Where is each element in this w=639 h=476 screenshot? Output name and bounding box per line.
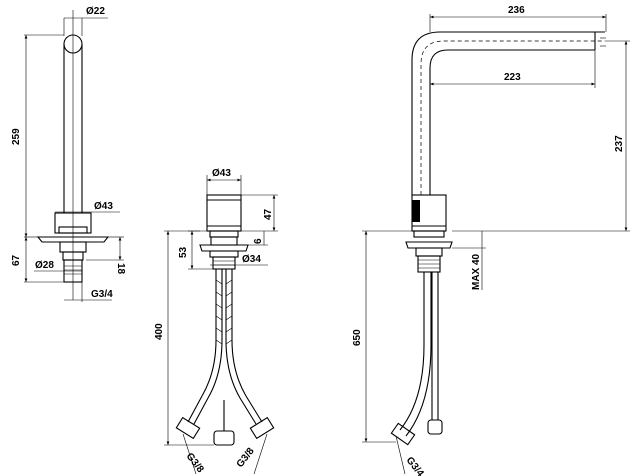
dim-thread-left: G3/8 — [184, 451, 206, 475]
body-base — [209, 230, 239, 238]
side-view: Ø22 259 Ø43 67 Ø28 18 G3/4 — [11, 6, 126, 302]
dim-hose-length-front: 650 — [352, 329, 363, 346]
dim-dia-body: Ø43 — [212, 168, 231, 179]
body-base — [413, 230, 445, 238]
hose-end — [427, 419, 443, 435]
dim-flange: 18 — [115, 263, 126, 275]
hose-braid — [215, 279, 233, 345]
body-ring — [58, 226, 88, 234]
flange — [405, 241, 453, 249]
washer — [210, 236, 238, 246]
leader-line — [253, 433, 268, 475]
dim-thread-right: G3/8 — [235, 446, 257, 470]
hose-outer — [399, 272, 425, 431]
front-view: 236 223 237 650 MAX 40 G3/4 — [352, 5, 630, 476]
dim-spout-height: 237 — [614, 135, 625, 152]
hose-inner — [405, 272, 432, 437]
leader-line — [182, 433, 197, 475]
hose-right-inner — [225, 269, 257, 425]
fitting-left — [175, 416, 201, 440]
dim-dia-top: Ø22 — [86, 6, 105, 17]
body-view: Ø43 47 6 53 Ø34 400 G3/8 G3/8 — [154, 168, 278, 475]
dim-height-total: 53 — [178, 246, 189, 258]
dim-gap: 6 — [253, 238, 264, 244]
hose-left-outer — [187, 269, 217, 423]
dim-reach-inner: 223 — [504, 72, 521, 83]
dim-height: 259 — [11, 128, 22, 145]
dim-thread: G3/4 — [91, 289, 113, 300]
flange — [199, 244, 249, 252]
dim-base-height: 67 — [11, 254, 22, 266]
nut — [209, 250, 239, 258]
dim-hose-length: 400 — [154, 323, 165, 340]
flange-plate — [36, 236, 110, 243]
dim-height-body: 47 — [263, 208, 274, 220]
dim-dia-shank-body: Ø34 — [242, 254, 261, 265]
hose-right-outer — [231, 269, 263, 423]
shank — [212, 256, 236, 270]
centre-fitting — [213, 430, 235, 446]
lever-side — [412, 200, 420, 222]
leader-line — [395, 435, 406, 475]
fitting-right — [249, 416, 275, 440]
dim-dia-shank: Ø28 — [35, 260, 54, 271]
spout-outer — [411, 31, 605, 195]
dim-dia-base: Ø43 — [94, 201, 113, 212]
spout-inner — [429, 49, 595, 195]
spout-centre — [420, 40, 605, 195]
dim-thread-front: G3/4 — [404, 455, 426, 476]
dim-max-thickness: MAX 40 — [471, 253, 482, 290]
fitting — [390, 422, 416, 446]
dim-reach-outer: 236 — [508, 5, 525, 16]
hose-left-inner — [193, 269, 223, 425]
nut — [415, 247, 443, 257]
